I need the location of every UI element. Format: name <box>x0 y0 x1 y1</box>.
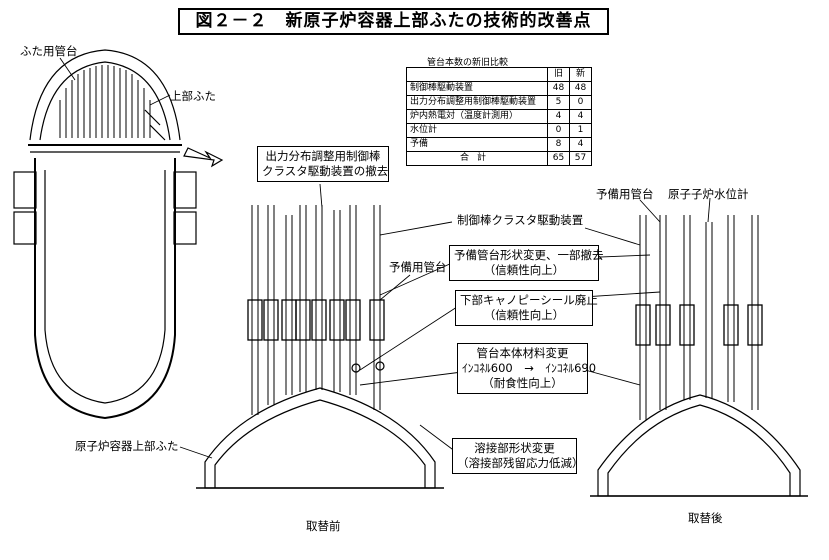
callout-line: （溶接部残留応力低減） <box>457 456 584 470</box>
callout-line: クラスタ駆動装置の撤去 <box>262 164 389 178</box>
callout-line: 管台本体材料変更 <box>476 346 569 360</box>
label-lid-nozzle: ふた用管台 <box>20 44 78 58</box>
table-row: 予備 8 4 <box>406 137 592 152</box>
label-after: 取替後 <box>688 511 723 525</box>
callout-line: （信頼性向上） <box>483 263 565 277</box>
callout-line: 予備管台形状変更、一部撤去 <box>454 248 604 262</box>
callout-removal: 出力分布調整用制御棒 クラスタ駆動装置の撤去 <box>257 146 389 182</box>
row-item: 予備 <box>406 137 548 152</box>
callout-weld: 溶接部形状変更 （溶接部残留応力低減） <box>452 438 584 474</box>
callout-line: （信頼性向上） <box>483 308 565 322</box>
table-row: 水位計 0 1 <box>406 123 592 138</box>
reactor-vessel-drawing <box>13 49 197 420</box>
table-total-row: 合計 65 57 <box>406 151 592 166</box>
row-old: 8 <box>547 137 570 152</box>
row-new: 0 <box>569 95 592 110</box>
callout-material: 管台本体材料変更 ｲﾝｺﾈﾙ600 → ｲﾝｺﾈﾙ690 （耐食性向上） <box>457 343 597 394</box>
callout-line: 下部キャノピーシール廃止 <box>460 293 598 307</box>
callout-line: ｲﾝｺﾈﾙ600 → ｲﾝｺﾈﾙ690 <box>462 361 597 375</box>
after-assembly-drawing <box>590 215 808 497</box>
header-new: 新 <box>569 67 592 82</box>
label-upper-lid: 上部ふた <box>170 89 216 103</box>
arrow-icon <box>183 147 224 168</box>
label-vessel-upper-lid: 原子炉容器上部ふた <box>75 439 179 453</box>
label-spare-nozzle-left: 予備用管台 <box>389 260 447 274</box>
total-old: 65 <box>547 151 570 166</box>
before-assembly-drawing <box>196 205 444 489</box>
row-new: 4 <box>569 137 592 152</box>
header-cell <box>406 67 548 82</box>
row-old: 48 <box>547 81 570 96</box>
total-label: 合計 <box>406 151 548 166</box>
label-before: 取替前 <box>306 519 341 533</box>
row-item: 炉内熱電対（温度計測用） <box>406 109 548 124</box>
figure-title: 図２－２ 新原子炉容器上部ふたの技術的改善点 <box>178 8 609 35</box>
callout-line: 溶接部形状変更 <box>474 441 555 455</box>
table-header-row: 旧 新 <box>406 67 592 82</box>
header-old: 旧 <box>547 67 570 82</box>
row-item: 制御棒駆動装置 <box>406 81 548 96</box>
row-old: 0 <box>547 123 570 138</box>
row-item: 出力分布調整用制御棒駆動装置 <box>406 95 548 110</box>
comparison-title: 管台本数の新旧比較 <box>427 58 509 68</box>
total-new: 57 <box>569 151 592 166</box>
row-item: 水位計 <box>406 123 548 138</box>
comparison-table: 旧 新 制御棒駆動装置 48 48 出力分布調整用制御棒駆動装置 5 0 炉内熱… <box>406 67 592 166</box>
table-row: 炉内熱電対（温度計測用） 4 4 <box>406 109 592 124</box>
table-row: 出力分布調整用制御棒駆動装置 5 0 <box>406 95 592 110</box>
label-spare-nozzle-right: 予備用管台 <box>596 187 654 201</box>
table-row: 制御棒駆動装置 48 48 <box>406 81 592 96</box>
callout-line: 出力分布調整用制御棒 <box>265 149 381 163</box>
row-old: 5 <box>547 95 570 110</box>
label-crdm: 制御棒クラスタ駆動装置 <box>457 213 584 227</box>
callout-spare-change: 予備管台形状変更、一部撤去 （信頼性向上） <box>449 245 604 281</box>
row-new: 48 <box>569 81 592 96</box>
callout-line: （耐食性向上） <box>482 376 563 390</box>
row-new: 4 <box>569 109 592 124</box>
callout-canopy: 下部キャノピーシール廃止 （信頼性向上） <box>455 290 598 326</box>
row-old: 4 <box>547 109 570 124</box>
label-level-gauge: 原子子炉水位計 <box>668 187 749 201</box>
row-new: 1 <box>569 123 592 138</box>
